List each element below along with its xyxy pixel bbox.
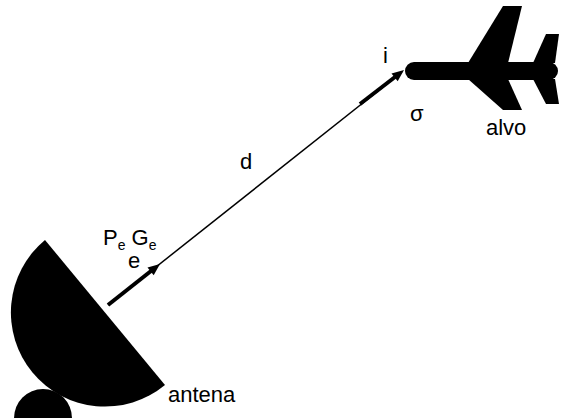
antenna-pedestal	[14, 389, 72, 418]
distance-label: d	[240, 150, 252, 174]
antenna-label: antena	[168, 383, 235, 407]
distance-line	[108, 72, 402, 305]
incident-wave-label: i	[383, 44, 388, 68]
emitted-arrow-head	[148, 264, 161, 275]
antenna-dish	[11, 240, 165, 407]
incident-arrow-head	[392, 70, 405, 81]
power-gain-label: Pe Ge	[103, 226, 157, 250]
emitted-arrow-shaft	[108, 271, 151, 305]
airplane-target	[405, 6, 559, 110]
incident-arrow-shaft	[360, 77, 395, 104]
target-label: alvo	[486, 116, 526, 140]
emitted-wave-label: e	[128, 249, 140, 273]
cross-section-label: σ	[410, 102, 424, 126]
